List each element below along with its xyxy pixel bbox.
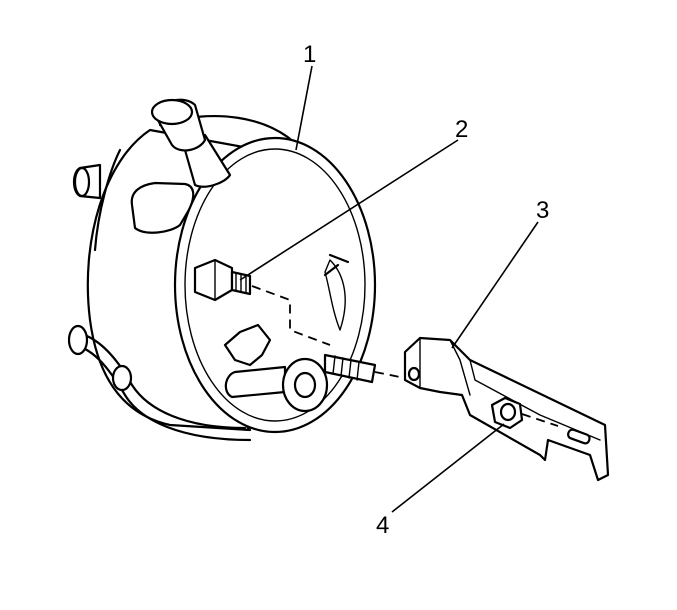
leader-line-2 bbox=[239, 139, 459, 281]
callout-2: 2 bbox=[455, 116, 468, 143]
callout-1: 1 bbox=[303, 41, 316, 68]
star-knob bbox=[223, 323, 272, 367]
nut-alignment-line bbox=[521, 413, 559, 427]
actuator-rod bbox=[224, 353, 406, 413]
callout-4: 4 bbox=[376, 512, 389, 539]
bolt-alignment-line bbox=[251, 285, 331, 346]
callout-3: 3 bbox=[536, 197, 549, 224]
filler-cap bbox=[150, 98, 232, 188]
leader-line-4 bbox=[391, 423, 505, 513]
mounting-nut bbox=[490, 396, 524, 430]
leader-line-3 bbox=[451, 221, 539, 349]
mounting-bolt bbox=[193, 258, 252, 302]
leader-line-1 bbox=[295, 65, 313, 151]
